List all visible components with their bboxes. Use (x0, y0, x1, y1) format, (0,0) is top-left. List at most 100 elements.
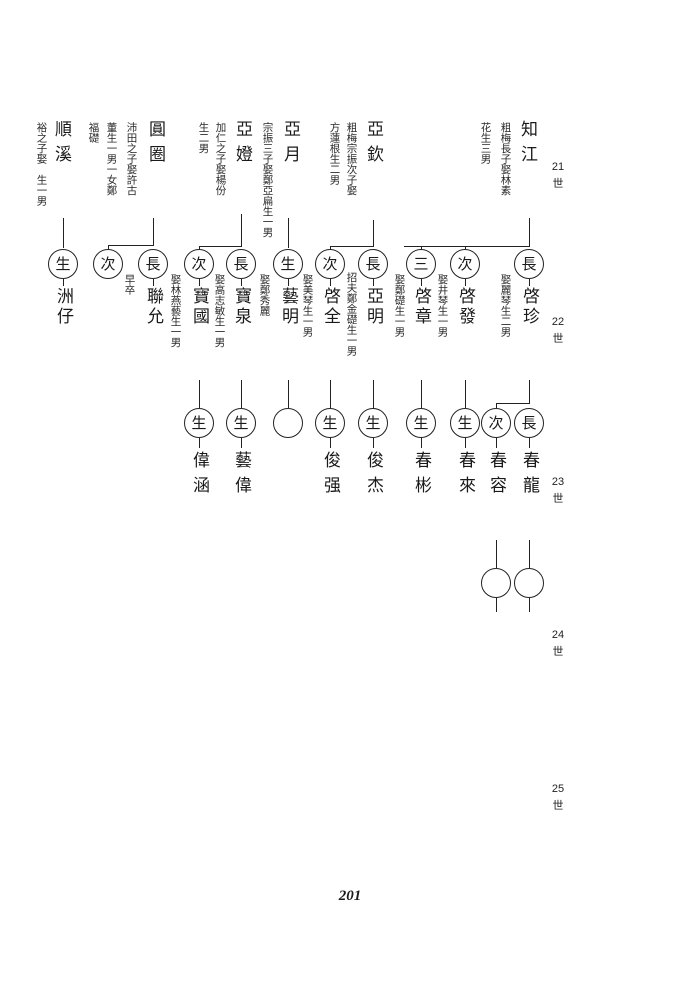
person-note: 宗振三子娶鄭亞扁生一男 (261, 122, 274, 238)
lineage-line (529, 279, 530, 286)
person-note: 董生一男一女鄭 (105, 122, 118, 196)
lineage-line (465, 438, 466, 448)
lineage-line (108, 245, 109, 250)
sibling-bar (330, 246, 374, 247)
person-name-qizhang: 啓章 (411, 287, 431, 327)
lineage-line (529, 598, 530, 612)
person-name-yadeng: 亞嬁 (232, 120, 252, 170)
lineage-line (373, 220, 374, 247)
person-name-baoquan: 寶泉 (231, 287, 251, 327)
person-note: 生二男 (197, 122, 210, 154)
lineage-line (153, 279, 154, 286)
lineage-line (330, 438, 331, 448)
lineage-line (330, 380, 331, 408)
person-name-qifa: 啓發 (455, 287, 475, 327)
birth-order-badge: 生 (273, 249, 303, 279)
lineage-line (241, 214, 242, 247)
empty-badge (273, 408, 303, 438)
lineage-line (288, 380, 289, 408)
lineage-line (330, 279, 331, 286)
lineage-line (63, 279, 64, 286)
birth-order-badge: 生 (358, 408, 388, 438)
lineage-line (529, 218, 530, 247)
birth-order-badge: 生 (48, 249, 78, 279)
person-note: 裕之子娶 生一男 (35, 122, 48, 206)
person-name-yayue: 亞月 (280, 120, 300, 170)
person-note: 娶林燕藝生一男 (169, 274, 182, 348)
person-note: 娶鄭秀麗 (258, 274, 271, 316)
sibling-bar (199, 246, 242, 247)
lineage-line (421, 246, 422, 250)
page-number: 201 (338, 888, 362, 904)
person-note: 娶美琴生一男 (301, 274, 314, 337)
person-note: 娶鄭礎生一男 (393, 274, 406, 337)
person-name-zhouzi: 洲仔 (53, 287, 73, 327)
lineage-line (288, 218, 289, 248)
lineage-line (421, 438, 422, 448)
empty-badge (514, 568, 544, 598)
lineage-line (496, 403, 497, 408)
birth-order-badge: 長 (226, 249, 256, 279)
lineage-line (241, 279, 242, 286)
lineage-line (153, 218, 154, 246)
lineage-line (496, 598, 497, 612)
birth-order-badge: 次 (481, 408, 511, 438)
lineage-line (496, 540, 497, 568)
person-note: 娶麗琴生二男 (499, 274, 512, 337)
person-note: 招夫鄭金礎生一男 (345, 272, 358, 356)
person-note: 方蓮根生二男 (328, 122, 341, 185)
lineage-line (465, 380, 466, 408)
birth-order-badge: 長 (514, 249, 544, 279)
person-name-junjie: 俊杰 (363, 451, 383, 501)
birth-order-badge: 長 (514, 408, 544, 438)
birth-order-badge: 生 (406, 408, 436, 438)
birth-order-badge: 次 (184, 249, 214, 279)
birth-order-badge: 生 (315, 408, 345, 438)
lineage-line (496, 438, 497, 448)
person-name-yiming: 藝明 (278, 287, 298, 327)
lineage-line (330, 246, 331, 250)
person-name-chunbin: 春彬 (411, 451, 431, 501)
lineage-line (421, 279, 422, 286)
person-name-lianyun: 聯允 (143, 287, 163, 327)
person-name-zhijiang: 知江 (517, 120, 537, 170)
sibling-bar (404, 246, 530, 247)
lineage-line (529, 438, 530, 448)
person-note: 花生三男 (479, 122, 492, 164)
person-name-yiwei: 藝偉 (231, 451, 251, 501)
person-note: 沛田之子娶許古 (125, 122, 138, 196)
lineage-line (465, 279, 466, 286)
lineage-line (373, 438, 374, 448)
person-note: 福礎 (87, 122, 100, 143)
lineage-line (199, 246, 200, 250)
lineage-line (241, 438, 242, 448)
lineage-line (199, 279, 200, 286)
person-name-chunlai: 春來 (455, 451, 475, 501)
person-name-chunlong: 春龍 (519, 451, 539, 501)
person-name-yuanquan: 圓圈 (145, 120, 165, 170)
birth-order-badge: 次 (450, 249, 480, 279)
birth-order-badge: 長 (138, 249, 168, 279)
lineage-line (241, 380, 242, 408)
person-name-chunrong: 春容 (486, 451, 506, 501)
person-note: 娶高志敏生一男 (213, 274, 226, 348)
birth-order-badge: 生 (184, 408, 214, 438)
birth-order-badge: 次 (93, 249, 123, 279)
person-name-weihan: 偉涵 (189, 451, 209, 501)
person-name-qizhen: 啓珍 (519, 287, 539, 327)
lineage-line (63, 218, 64, 248)
lineage-line (529, 380, 530, 404)
lineage-line (199, 438, 200, 448)
empty-badge (481, 568, 511, 598)
person-name-baoguo: 寶國 (189, 287, 209, 327)
lineage-line (199, 380, 200, 408)
lineage-line (421, 380, 422, 408)
person-name-shunxi: 順溪 (51, 120, 71, 170)
birth-order-badge: 生 (450, 408, 480, 438)
person-name-qiquan: 啓全 (320, 287, 340, 327)
